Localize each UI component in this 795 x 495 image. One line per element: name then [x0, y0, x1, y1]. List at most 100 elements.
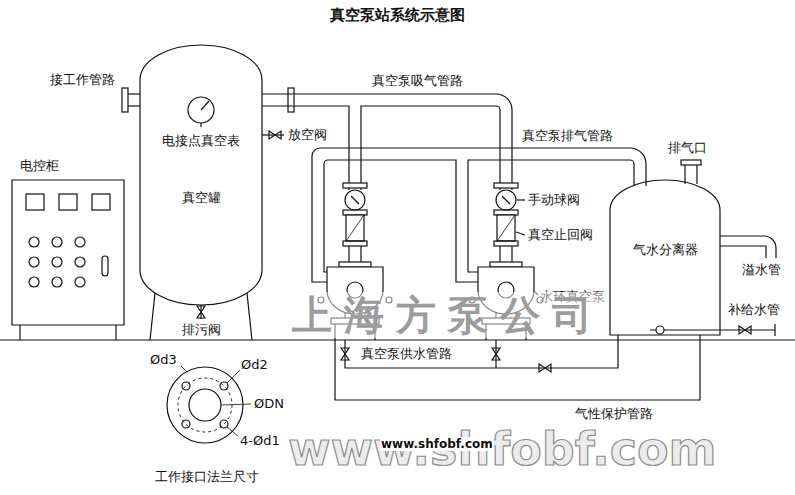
- node-text: 真空罐: [182, 190, 221, 206]
- leader-lines: [516, 200, 538, 295]
- node-detail: [201, 101, 209, 110]
- part-label: 真空泵排气管路: [522, 128, 613, 144]
- suction-pipe: [262, 94, 512, 183]
- separator-pipes: [656, 326, 664, 334]
- exhaust-pipe: [468, 160, 634, 272]
- suction-pipe: [262, 106, 349, 183]
- node-detail: [75, 237, 85, 247]
- node-detail: [52, 257, 62, 267]
- node-detail: [75, 277, 85, 287]
- node-outline: [12, 180, 124, 325]
- part-label: 溢水管: [742, 262, 781, 278]
- separator-pipes: [681, 160, 701, 165]
- cabinet-legs: [20, 325, 116, 340]
- node-detail: [26, 194, 110, 287]
- gas-protection-pipe: [335, 335, 700, 400]
- gas-water-separator: 气水分离器: [610, 180, 720, 335]
- node-heading: 电控柜: [20, 158, 59, 174]
- water-supply-pipe: [539, 364, 551, 372]
- separator-pipes: [720, 236, 776, 258]
- node-detail: [75, 257, 85, 267]
- tank-fittings: [128, 93, 140, 94]
- flange-symbol: [220, 420, 228, 428]
- part-label: ØDN: [254, 396, 284, 412]
- node-outline: [140, 45, 262, 305]
- node-outline: [12, 180, 124, 325]
- separator-pipes: [684, 165, 685, 184]
- part-label: 4-Ød1: [240, 433, 280, 449]
- leader-lines: [516, 232, 525, 235]
- part-label: 排污阀: [182, 322, 221, 338]
- node-outline: [610, 180, 720, 335]
- cabinet-legs: [115, 325, 116, 340]
- node-detail: [102, 256, 108, 276]
- part-label: 真空泵吸气管路: [372, 73, 463, 89]
- suction-pipe: [361, 106, 500, 183]
- node-detail: [200, 123, 201, 127]
- tank-fittings: [150, 293, 155, 340]
- water-supply-pipe: [341, 335, 618, 372]
- part-label: 真空泵供水管路: [360, 346, 453, 362]
- part-label: 补给水管: [728, 302, 780, 318]
- separator-pipes: [774, 324, 775, 336]
- node-heading: 电接点真空表: [162, 133, 240, 149]
- node-outline: [140, 45, 262, 305]
- tank-fittings: [128, 105, 140, 106]
- flange-symbol: [189, 389, 221, 421]
- part-label: Ød3: [150, 352, 177, 368]
- node-detail: [52, 237, 62, 247]
- flange-symbol: [220, 382, 228, 390]
- flange-symbol: [222, 404, 251, 405]
- diagram-title: 真空泵站系统示意图: [0, 6, 795, 24]
- node-detail: [26, 194, 44, 210]
- node-detail: [59, 194, 77, 210]
- part-label: 真空止回阀: [528, 227, 593, 243]
- water-supply-pipe: [492, 348, 500, 360]
- part-label: 放空阀: [288, 127, 327, 143]
- part-label: 排气口: [668, 140, 707, 156]
- watermark: www.shfobf.com: [288, 424, 716, 475]
- node-detail: [29, 257, 39, 267]
- flange-symbol: [227, 370, 240, 383]
- gas-protection-pipe: [335, 335, 700, 400]
- tank-fittings: [247, 293, 252, 340]
- flange-symbol: [182, 420, 190, 428]
- ground-line: [0, 339, 795, 340]
- node-detail: [92, 194, 110, 210]
- watermark: 上海方泵公司: [292, 292, 604, 338]
- leader-lines: [517, 199, 525, 200]
- cabinet-legs: [19, 325, 20, 340]
- flange-symbol: [167, 366, 251, 443]
- part-label: 气性保护管路: [575, 406, 653, 422]
- node-detail: [188, 97, 214, 127]
- flange-symbol: [182, 382, 190, 390]
- water-supply-pipe: [341, 348, 349, 360]
- node-detail: [188, 97, 214, 123]
- node-detail: [52, 277, 62, 287]
- node-outline: [610, 180, 720, 335]
- flange-symbol: [181, 366, 187, 372]
- tank-fittings: [288, 88, 294, 112]
- separator-pipes: [696, 165, 697, 184]
- control-cabinet: 电控柜: [12, 180, 124, 325]
- part-label: 手动球阀: [528, 192, 580, 208]
- separator-pipes: [720, 246, 766, 258]
- part-label: 接工作管路: [50, 72, 115, 88]
- node-heading: 气水分离器: [633, 242, 698, 258]
- tank-fittings: [122, 88, 128, 112]
- part-label: Ød2: [241, 357, 268, 373]
- suction-pipe: [262, 94, 512, 183]
- website: www.shfobf.com: [380, 437, 494, 451]
- tank-fittings: [197, 306, 205, 318]
- tank-fittings: [122, 88, 294, 340]
- tank-fittings: [269, 131, 281, 139]
- part-label: 工作接口法兰尺寸: [155, 469, 259, 485]
- separator-pipes: [650, 329, 775, 330]
- separator-pipes: [739, 326, 751, 334]
- vacuum-tank: 电接点真空表真空罐: [140, 45, 262, 305]
- node-detail: [29, 237, 39, 247]
- node-detail: [29, 277, 39, 287]
- water-supply-pipe: [345, 335, 618, 368]
